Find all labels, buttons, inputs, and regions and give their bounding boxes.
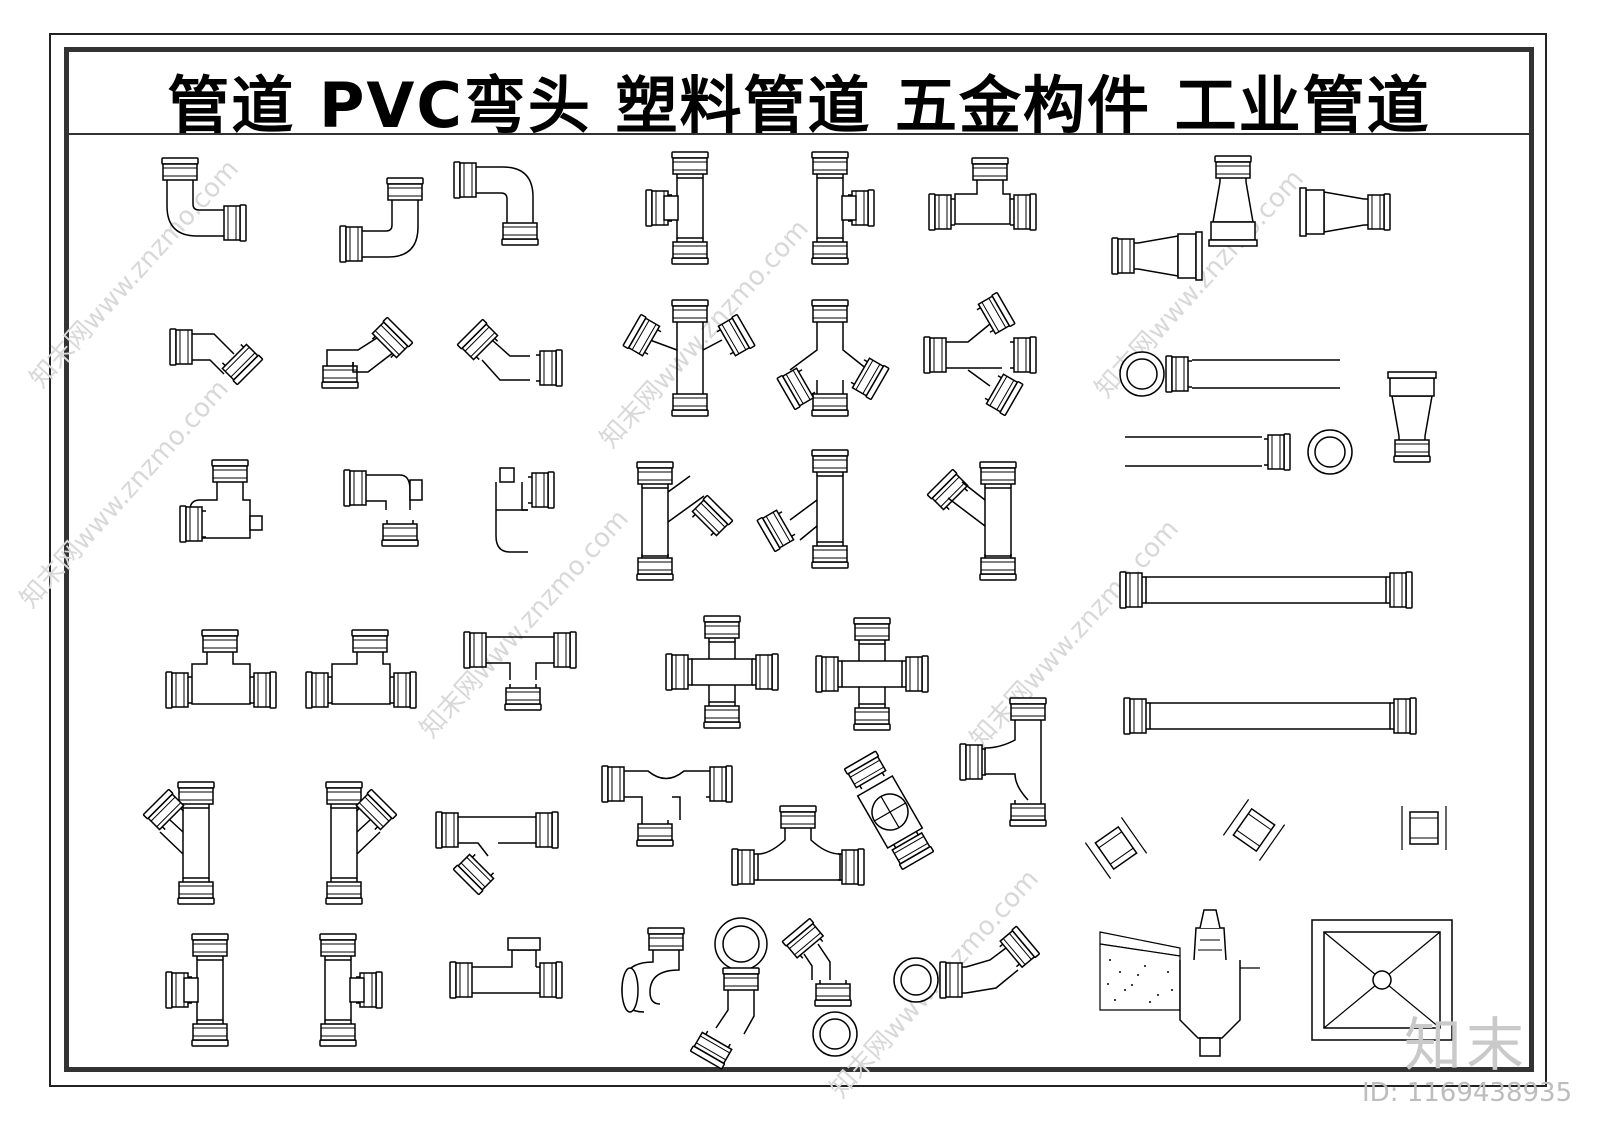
straight-pipe-icon xyxy=(1125,429,1353,475)
tee-icon xyxy=(646,152,708,264)
outer-frame xyxy=(49,33,1547,1087)
tee-icon xyxy=(928,157,1037,231)
cross-icon xyxy=(776,299,890,417)
tee-icon xyxy=(812,152,874,264)
straight-pipe-icon xyxy=(1120,572,1412,608)
coupling-icon xyxy=(1401,805,1447,851)
reducer-icon xyxy=(1300,188,1390,236)
trap-icon xyxy=(495,467,555,553)
coupling-icon xyxy=(1222,798,1286,862)
tee-icon xyxy=(305,629,417,709)
wye-icon xyxy=(326,782,397,904)
tee-icon xyxy=(449,937,563,999)
straight-pipe-icon xyxy=(1124,698,1416,734)
cleanout-icon xyxy=(843,750,935,871)
wye-icon xyxy=(143,782,214,904)
floor-drain-icon xyxy=(1311,919,1453,1041)
elbow-45-icon xyxy=(781,917,858,1057)
elbow-90-icon xyxy=(162,158,246,241)
reducer-icon xyxy=(1112,232,1202,280)
brand-logo: 知末 xyxy=(1404,1011,1529,1079)
coupling-icon xyxy=(1084,816,1148,880)
drawing-border xyxy=(64,47,1534,1072)
wye-icon xyxy=(756,449,849,569)
drawing-title: 管道 PVC弯头 塑料管道 五金构件 工业管道 xyxy=(167,69,1431,142)
elbow-90-icon xyxy=(454,162,538,245)
tee-icon xyxy=(165,629,277,709)
tee-icon xyxy=(463,631,577,711)
trap-icon xyxy=(959,697,1047,827)
tee-icon xyxy=(320,934,382,1046)
floor-drain-icon xyxy=(1099,909,1260,1057)
elbow-45-icon xyxy=(456,318,563,387)
wye-icon xyxy=(636,461,734,581)
reducer-icon xyxy=(1388,372,1436,462)
trap-icon xyxy=(179,459,263,543)
elbow-45-icon xyxy=(169,328,264,386)
wye-icon xyxy=(435,811,559,896)
elbow-90-round-icon xyxy=(340,178,423,262)
cross-icon xyxy=(622,299,756,417)
trap-icon xyxy=(343,469,423,547)
cross-icon xyxy=(666,616,778,728)
asset-id-label: ID: 1169438935 xyxy=(1362,1078,1573,1108)
tee-icon xyxy=(601,765,733,847)
cross-icon xyxy=(816,618,928,730)
elbow-90-round-icon xyxy=(893,925,1041,1003)
title-divider xyxy=(69,133,1529,135)
wye-icon xyxy=(926,461,1017,581)
wye-icon xyxy=(923,291,1037,417)
reducer-icon xyxy=(1209,156,1257,246)
tee-icon xyxy=(731,805,865,886)
straight-pipe-icon xyxy=(1119,351,1340,397)
elbow-45-icon xyxy=(321,316,414,389)
elbow-90-round-icon xyxy=(689,917,768,1070)
elbow-90-icon xyxy=(621,927,685,1013)
tee-icon xyxy=(166,934,228,1046)
